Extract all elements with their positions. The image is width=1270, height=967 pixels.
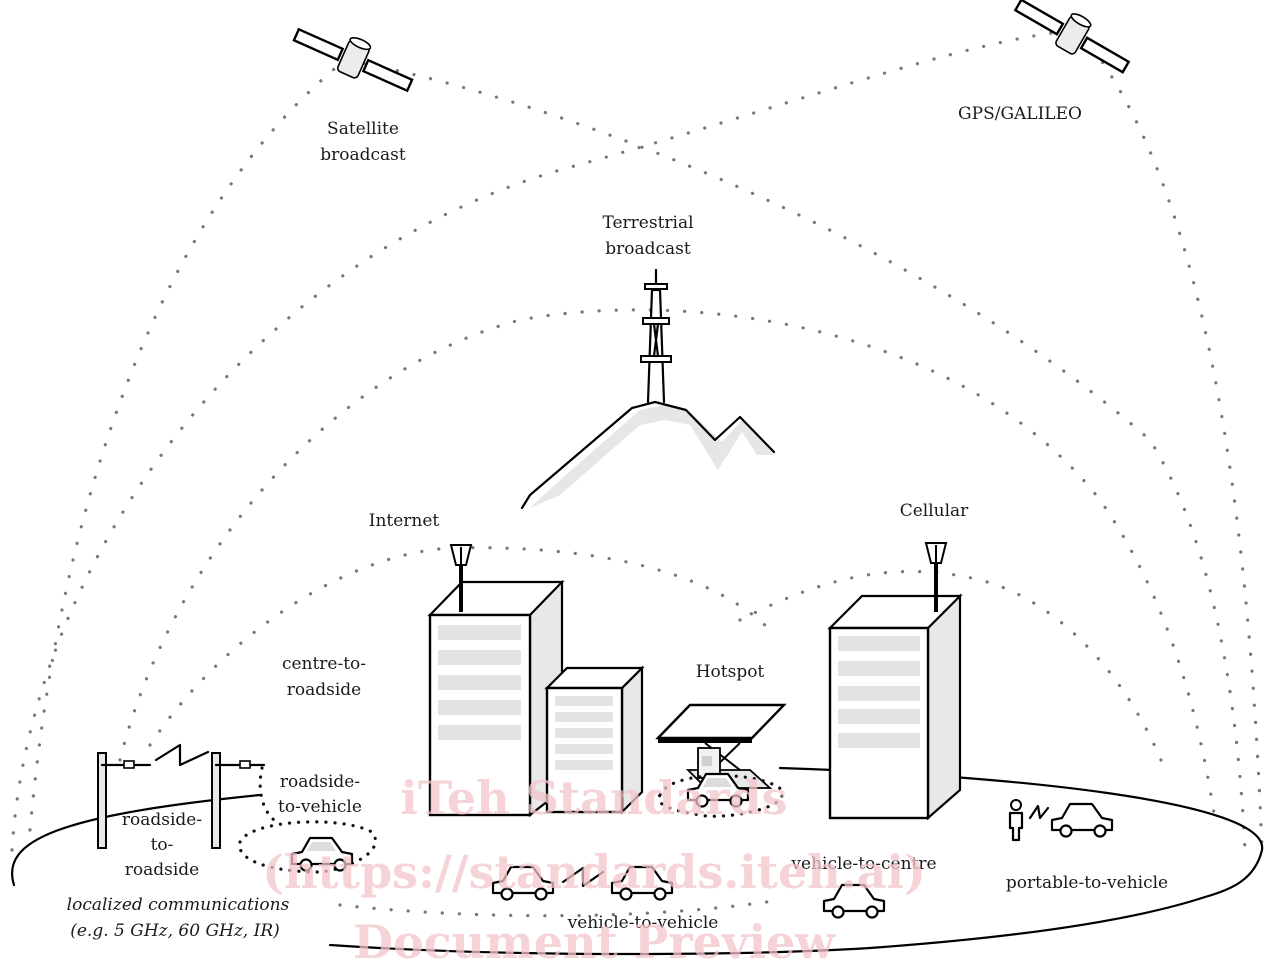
label-terrestrial-broadcast-1: Terrestrial xyxy=(602,213,693,233)
label-roadside-to-roadside-2: to- xyxy=(151,835,174,855)
roadside-coverage-area xyxy=(238,766,377,874)
car-icon-v2v-left xyxy=(491,865,555,901)
roadside-unit-left-icon xyxy=(97,752,152,849)
label-internet: Internet xyxy=(369,511,440,531)
label-vehicle-to-centre: vehicle-to-centre xyxy=(790,854,936,874)
person-icon xyxy=(1008,799,1024,842)
car-icon-portable xyxy=(1050,802,1114,838)
label-terrestrial-broadcast-2: broadcast xyxy=(605,239,691,259)
label-centre-to-roadside-2: roadside xyxy=(287,680,361,700)
office-building-icon xyxy=(544,665,645,815)
label-gps-galileo: GPS/GALILEO xyxy=(958,104,1082,124)
internet-arc xyxy=(148,546,772,747)
label-roadside-to-roadside-3: roadside xyxy=(125,860,199,880)
label-localized-communications-1: localized communications xyxy=(67,895,290,915)
communication-arcs xyxy=(10,28,1264,918)
label-vehicle-to-vehicle: vehicle-to-vehicle xyxy=(567,913,719,933)
mountain-icon xyxy=(520,400,776,510)
label-centre-to-roadside-1: centre-to- xyxy=(282,654,366,674)
internet-antenna-icon xyxy=(449,544,473,612)
radio-link-v2v-icon xyxy=(561,866,605,888)
labels: Satellite broadcast GPS/GALILEO Terrestr… xyxy=(67,104,1168,941)
watermark-line-1: iTeh Standards xyxy=(400,771,787,825)
cellular-antenna-icon xyxy=(924,542,948,612)
satellite-icon-right xyxy=(1013,0,1131,74)
gps-arc-right xyxy=(10,28,1264,852)
satellite-arc-left xyxy=(28,58,1247,852)
label-satellite-broadcast-1: Satellite xyxy=(327,119,399,139)
label-satellite-broadcast-2: broadcast xyxy=(320,145,406,165)
terrestrial-arc xyxy=(118,308,1217,822)
roadside-unit-right-icon xyxy=(211,752,266,849)
label-roadside-to-roadside-1: roadside- xyxy=(122,810,202,830)
watermark-line-2: (https://standards.iteh.ai) xyxy=(262,845,926,899)
label-cellular: Cellular xyxy=(900,501,969,521)
broadcast-tower-icon xyxy=(640,268,672,404)
watermark-line-3: Document Preview xyxy=(353,915,836,967)
label-roadside-to-vehicle-2: to-vehicle xyxy=(278,797,362,817)
car-icon-v2c xyxy=(822,883,886,919)
radio-link-portable-icon xyxy=(1028,804,1050,820)
label-portable-to-vehicle: portable-to-vehicle xyxy=(1006,873,1168,893)
radio-link-roadside-icon xyxy=(154,743,210,767)
car-icon-hotspot xyxy=(686,772,750,808)
label-localized-communications-2: (e.g. 5 GHz, 60 GHz, IR) xyxy=(70,921,280,941)
satellite-icon-left xyxy=(292,27,414,93)
watermark: iTeh Standards (https://standards.iteh.a… xyxy=(262,771,926,967)
car-icon-v2v-right xyxy=(610,865,674,901)
cellular-arc xyxy=(738,569,1167,772)
label-roadside-to-vehicle-1: roadside- xyxy=(280,772,360,792)
cellular-building-icon xyxy=(827,593,963,821)
car-icon-roadside xyxy=(290,836,354,872)
label-hotspot: Hotspot xyxy=(696,662,765,682)
